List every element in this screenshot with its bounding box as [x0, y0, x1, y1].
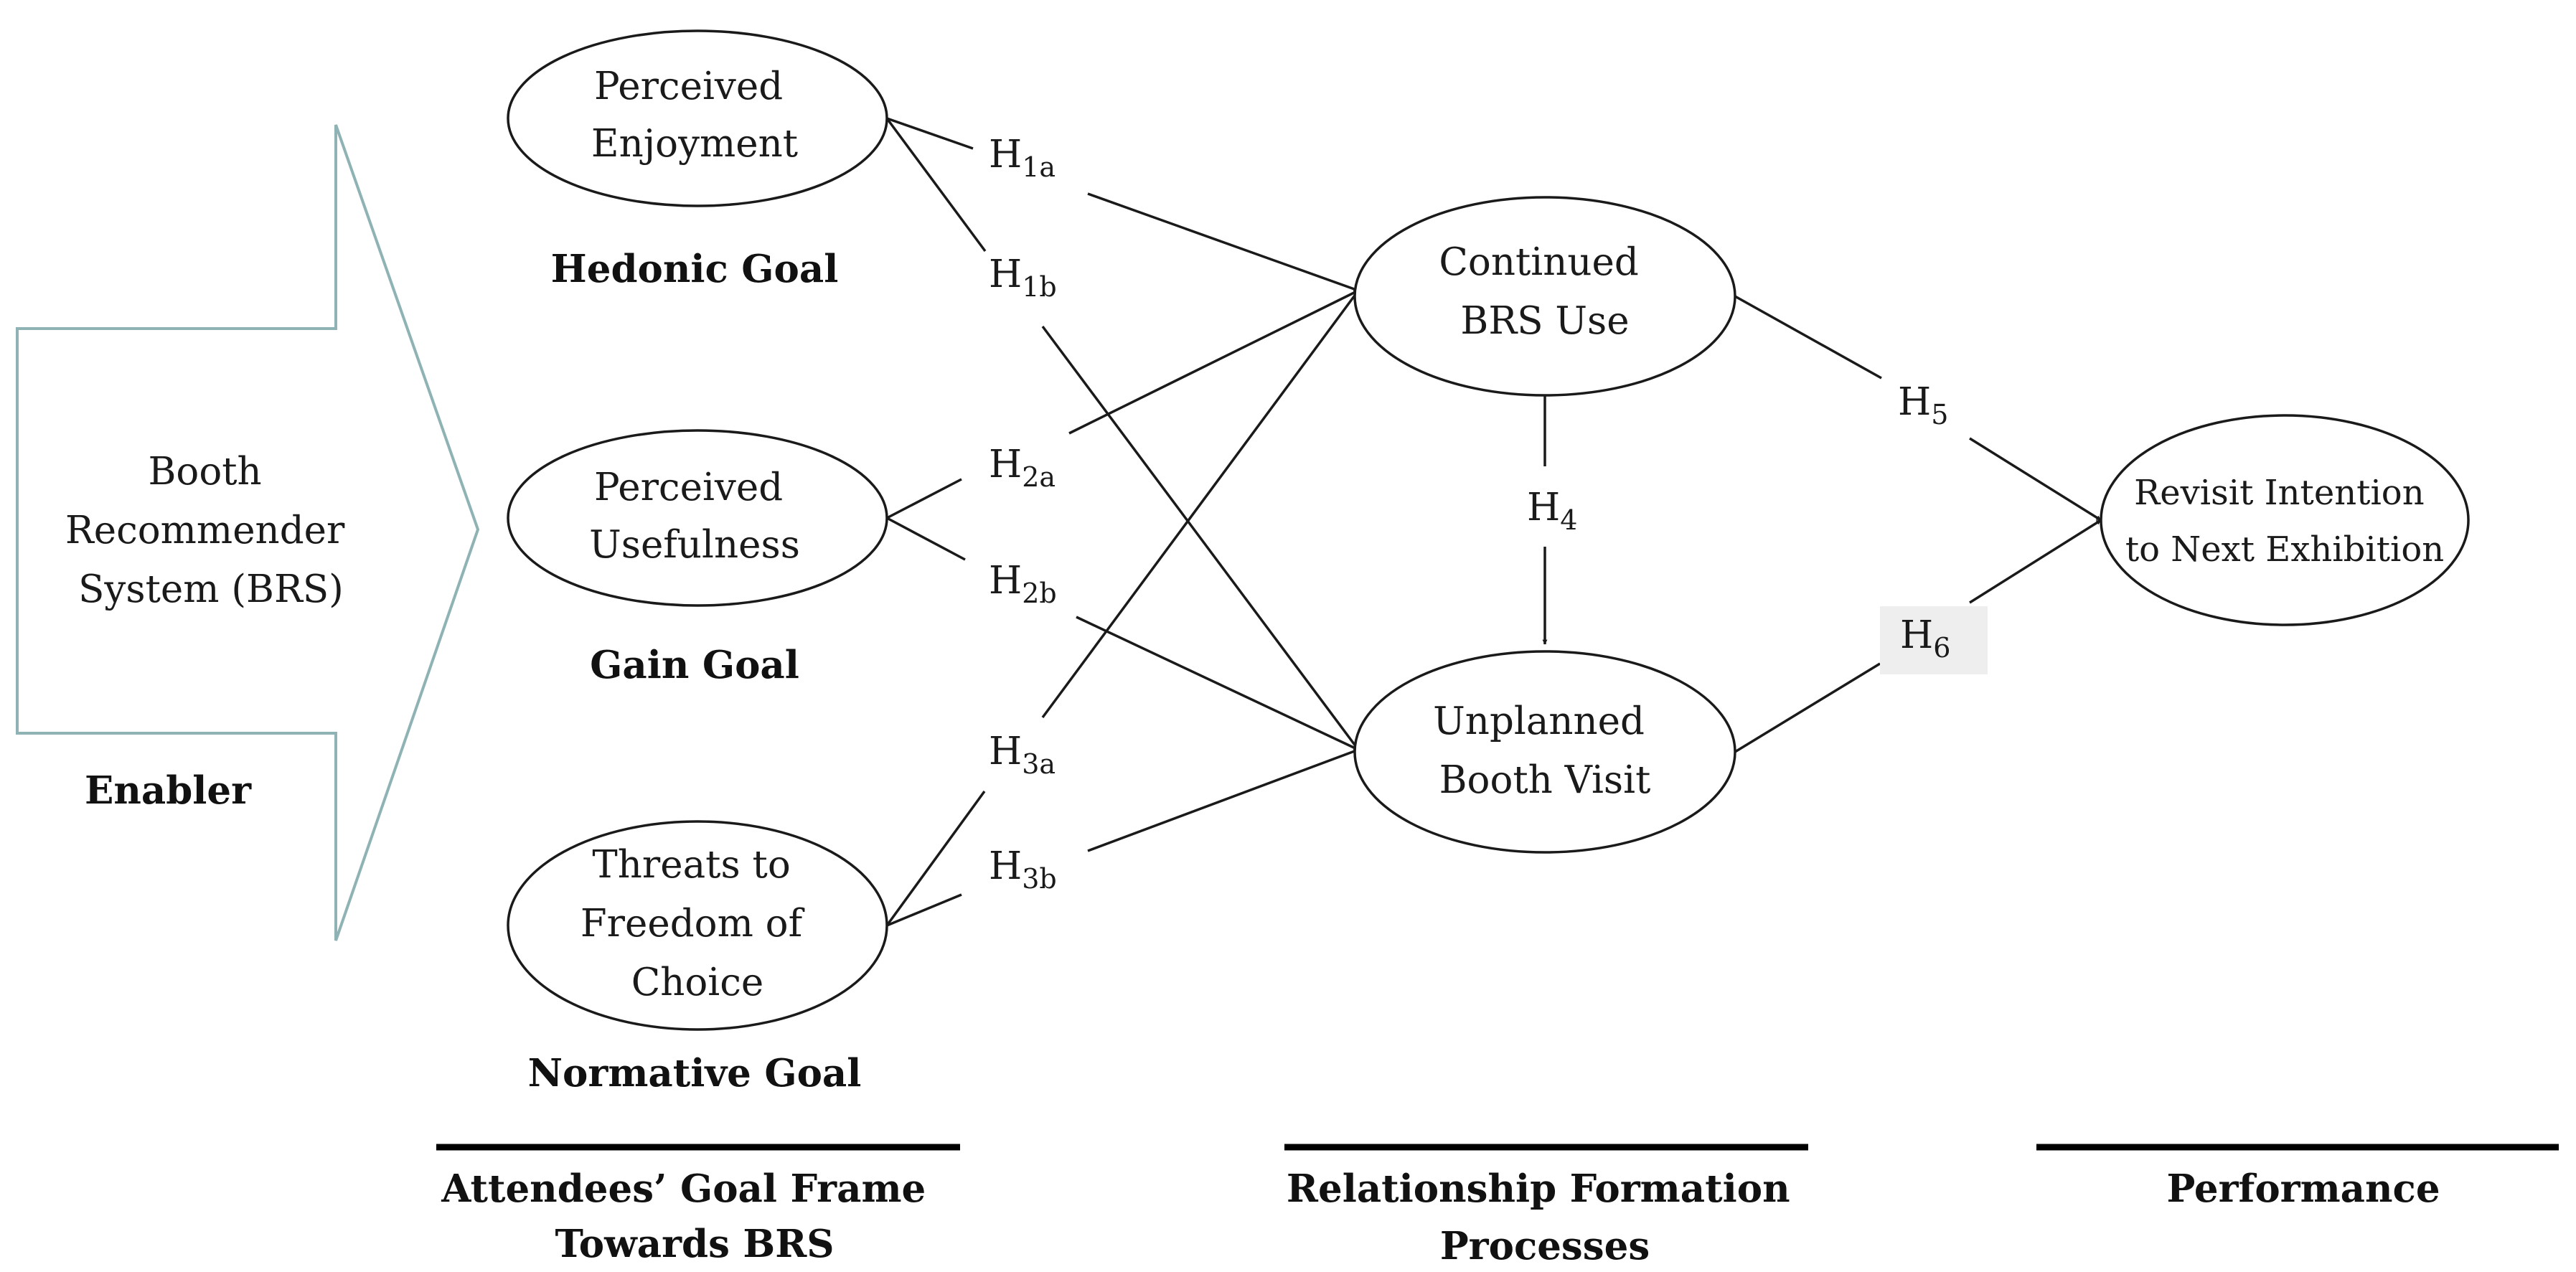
edge-h1a-right — [1087, 192, 1359, 292]
node-revisit-intention-label: Revisit Intention to Next Exhibition — [2125, 473, 2444, 570]
hyp-h2a: H2a — [989, 443, 1056, 493]
section-performance: Performance — [2036, 1144, 2559, 1211]
node-threats-freedom: Threats to Freedom of Choice — [507, 820, 888, 1031]
hyp-h4: H4 — [1527, 486, 1577, 536]
node-perceived-enjoyment: Perceived Enjoyment — [507, 29, 888, 207]
hyp-h6: H6 — [1900, 613, 1950, 664]
node-perceived-usefulness: Perceived Usefulness — [507, 429, 888, 607]
hyp-h3b: H3b — [989, 844, 1057, 895]
edge-h1b-right — [1041, 325, 1360, 751]
hypothesis-labels: H1a H1b H2a H2b H3a H3b H4 H5 H6 — [989, 133, 1988, 895]
edge-h5-left — [1734, 295, 1882, 380]
node-continued-brs-use-label: Continued BRS Use — [1439, 240, 1650, 343]
section-goal-frame: Attendees’ Goal Frame Towards BRS — [436, 1144, 960, 1266]
edge-h2a-right — [1068, 289, 1359, 435]
edge-h1b-left — [885, 117, 987, 253]
edge-h3a-left — [885, 790, 986, 927]
section-relationship: Relationship Formation Processes — [1284, 1144, 1808, 1268]
edge-h3b-right — [1087, 748, 1359, 852]
hyp-h6-background — [1880, 606, 1988, 674]
hyp-h2b: H2b — [989, 559, 1057, 609]
node-unplanned-booth-visit-label: Unplanned Booth Visit — [1433, 699, 1657, 802]
edge-h3b-left — [886, 893, 962, 927]
edge-h2a-left — [886, 478, 962, 519]
node-unplanned-booth-visit: Unplanned Booth Visit — [1353, 650, 1736, 854]
enabler-block: Booth Recommender System (BRS) Enabler — [16, 124, 480, 941]
edge-h2b-right — [1076, 616, 1359, 751]
hyp-h5: H5 — [1898, 380, 1948, 430]
edge-h5-right — [1969, 437, 2102, 522]
edges — [885, 117, 2102, 927]
edge-h1a-left — [886, 117, 974, 150]
goal-gain: Gain Goal — [590, 643, 799, 687]
edge-h6-left — [1734, 662, 1881, 753]
node-threats-freedom-label: Threats to Freedom of Choice — [580, 843, 814, 1004]
goal-hedonic: Hedonic Goal — [551, 247, 839, 291]
edge-h6-right — [1969, 519, 2102, 604]
node-perceived-usefulness-label: Perceived Usefulness — [589, 466, 800, 567]
node-continued-brs-use: Continued BRS Use — [1353, 196, 1736, 397]
section-goal-frame-caption: Attendees’ Goal Frame Towards BRS — [441, 1167, 939, 1266]
enabler-label: Enabler — [85, 768, 252, 813]
node-perceived-enjoyment-label: Perceived Enjoyment — [591, 65, 798, 166]
hyp-h1b: H1b — [989, 253, 1057, 303]
section-performance-caption: Performance — [2166, 1167, 2440, 1211]
section-relationship-caption: Relationship Formation Processes — [1287, 1167, 1803, 1268]
node-revisit-intention: Revisit Intention to Next Exhibition — [2100, 414, 2470, 626]
enabler-arrow-shape — [16, 124, 480, 941]
hyp-h1a: H1a — [989, 133, 1056, 183]
edge-h3a-right — [1041, 289, 1360, 719]
hyp-h3a: H3a — [989, 730, 1056, 780]
enabler-text: Booth Recommender System (BRS) — [65, 450, 357, 611]
edge-h2b-left — [886, 517, 966, 561]
goal-normative: Normative Goal — [528, 1051, 862, 1096]
